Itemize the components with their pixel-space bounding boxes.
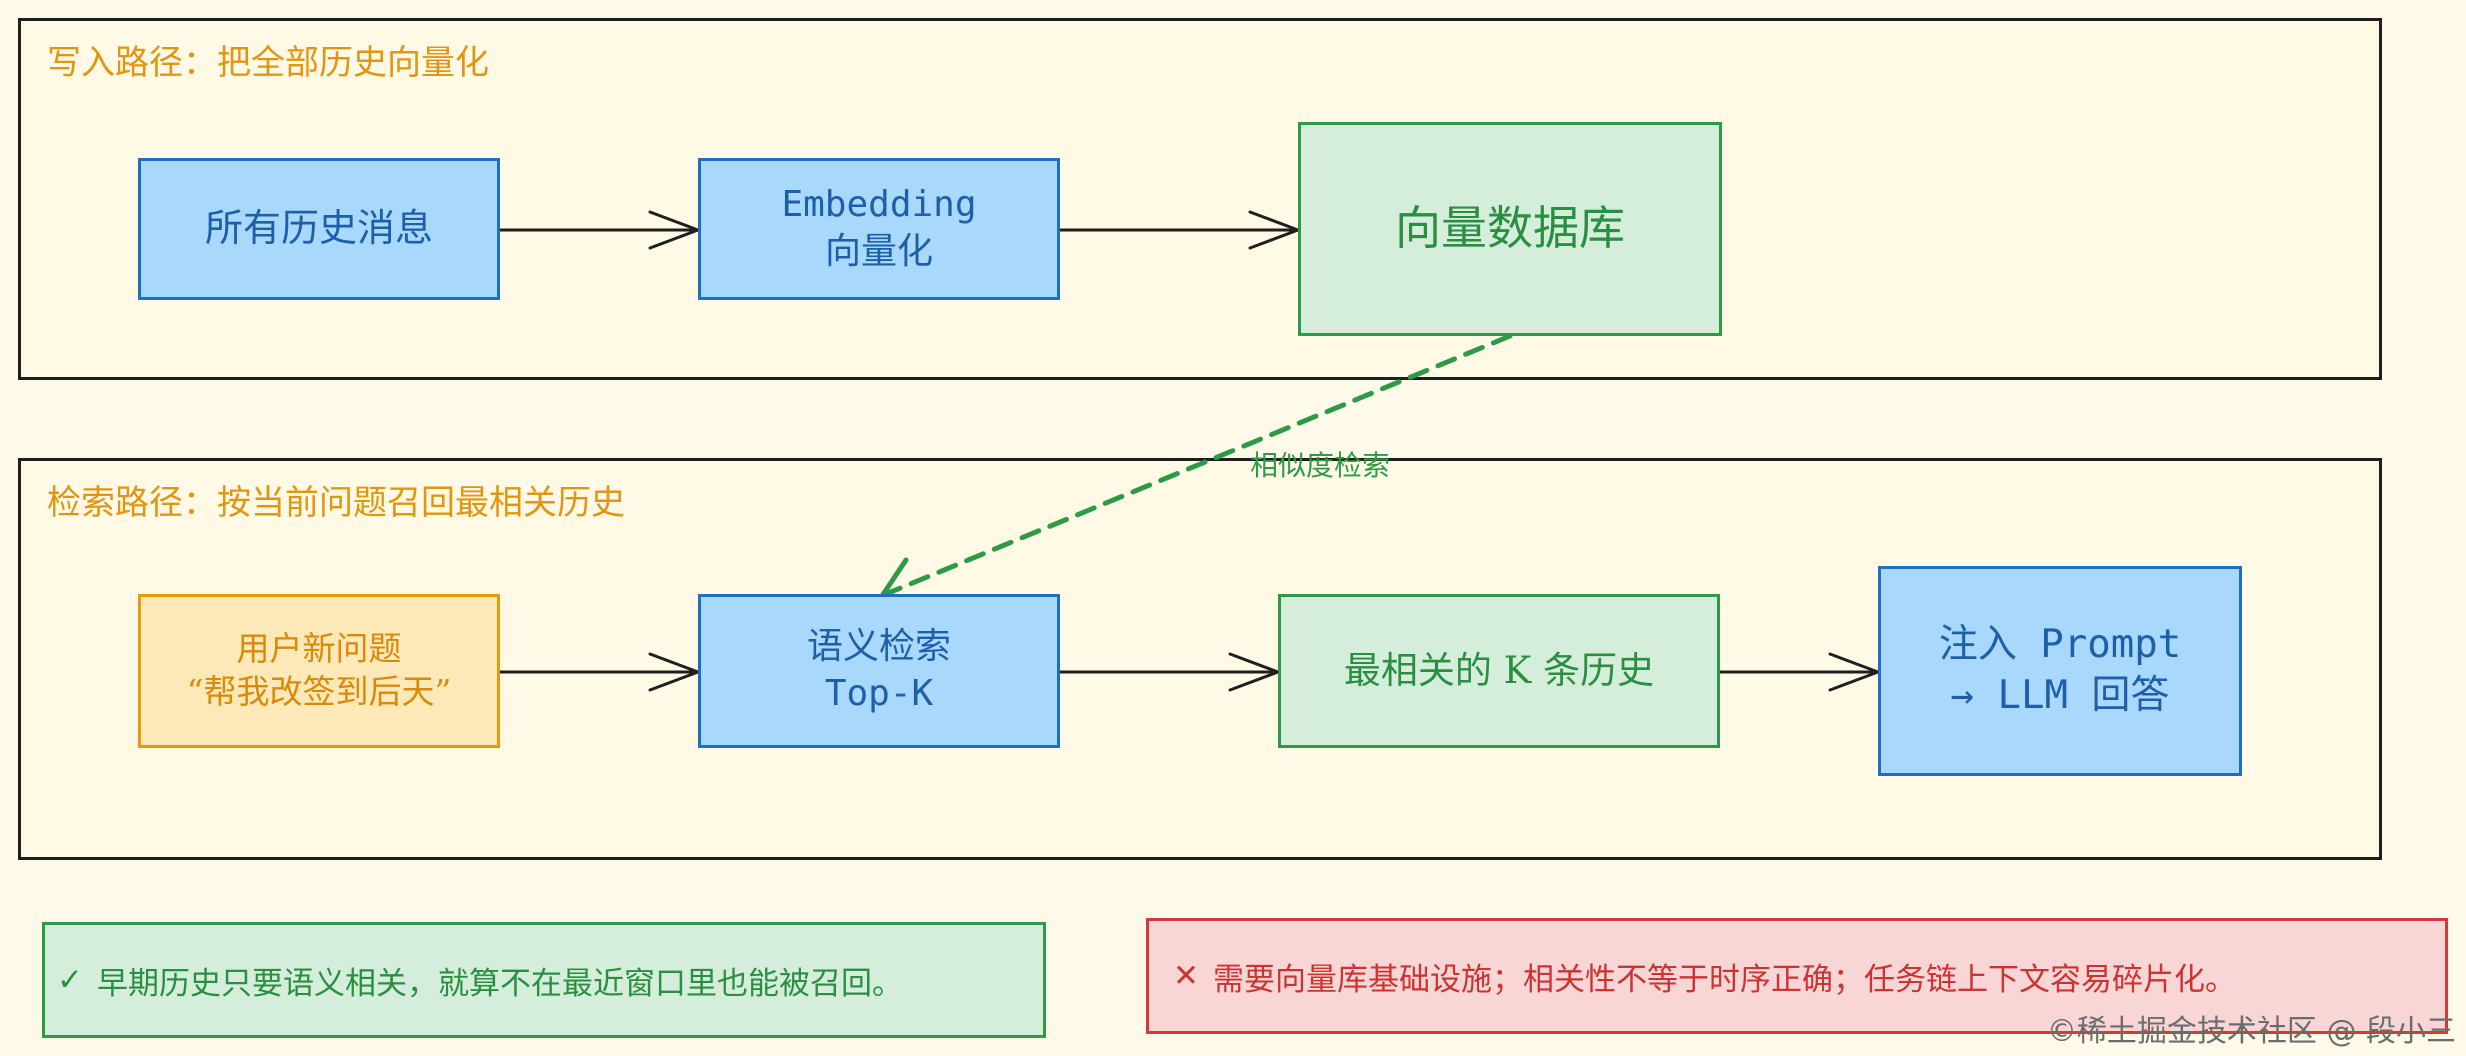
similarity-search-label: 相似度检索 xyxy=(1250,449,1391,482)
node-semantic-search-sublabel: Top-K xyxy=(824,673,934,714)
node-user-question-label: 用户新问题 xyxy=(236,629,402,669)
node-semantic-search: 语义检索 Top-K xyxy=(698,594,1060,748)
node-embedding-label: Embedding xyxy=(781,184,977,226)
node-embedding: Embedding 向量化 xyxy=(698,158,1060,300)
node-inject-prompt: 注入 Prompt → LLM 回答 xyxy=(1878,566,2242,776)
node-vector-db: 向量数据库 xyxy=(1298,122,1722,336)
checkmark-icon: ✓ xyxy=(57,962,83,998)
node-user-question-example: “帮我改签到后天” xyxy=(186,672,452,711)
node-embedding-sublabel: 向量化 xyxy=(824,231,933,272)
node-top-k-history: 最相关的 K 条历史 xyxy=(1278,594,1720,748)
node-all-history-label: 所有历史消息 xyxy=(204,206,433,251)
con-note-text: 需要向量库基础设施；相关性不等于时序正确；任务链上下文容易碎片化。 xyxy=(1212,961,2236,998)
node-user-question: 用户新问题 “帮我改签到后天” xyxy=(138,594,500,748)
pro-note: ✓ 早期历史只要语义相关，就算不在最近窗口里也能被召回。 xyxy=(42,922,1046,1038)
node-semantic-search-label: 语义检索 xyxy=(806,626,951,668)
node-inject-prompt-label: 注入 Prompt xyxy=(1938,622,2182,668)
node-inject-prompt-sublabel: → LLM 回答 xyxy=(1950,673,2170,718)
watermark: ©稀土掘金技术社区 @ 段小三 xyxy=(2046,1014,2456,1049)
retrieve-path-title: 检索路径：按当前问题召回最相关历史 xyxy=(47,483,625,523)
node-top-k-history-label: 最相关的 K 条历史 xyxy=(1343,648,1655,692)
write-path-title: 写入路径：把全部历史向量化 xyxy=(47,43,489,83)
cross-icon: ✕ xyxy=(1173,958,1199,994)
con-note: ✕ 需要向量库基础设施；相关性不等于时序正确；任务链上下文容易碎片化。 xyxy=(1146,918,2448,1034)
pro-note-text: 早期历史只要语义相关，就算不在最近窗口里也能被召回。 xyxy=(96,965,903,1002)
node-all-history: 所有历史消息 xyxy=(138,158,500,300)
node-vector-db-label: 向量数据库 xyxy=(1395,201,1625,256)
